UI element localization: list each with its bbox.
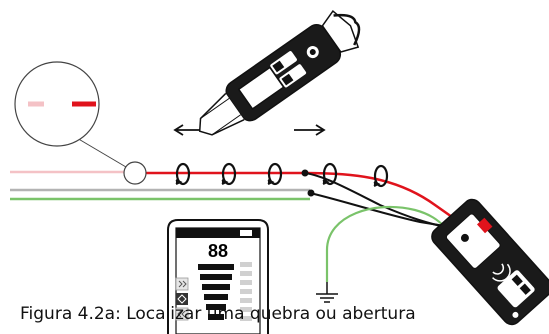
signal-strength-bars xyxy=(198,264,234,320)
signal-ring-icon xyxy=(373,164,389,188)
signal-ring-icon xyxy=(322,162,338,186)
receiver-side-icons xyxy=(175,277,189,321)
chevron-left-icon xyxy=(177,310,186,318)
clamp-probe xyxy=(198,9,361,136)
signal-ring-icon xyxy=(267,162,283,186)
break-point-marker xyxy=(123,161,147,185)
chevron-right-icon xyxy=(178,280,187,288)
cable-bundle xyxy=(10,170,463,226)
zoom-callout xyxy=(14,61,127,168)
receiver-reading: 88 xyxy=(208,241,228,261)
target-icon xyxy=(177,294,187,304)
signal-ring-icon xyxy=(175,162,191,186)
arrow-right-icon xyxy=(294,124,326,136)
signal-ring-icon xyxy=(221,162,237,186)
signal-scale-bars xyxy=(240,262,252,321)
clip-dot-2 xyxy=(307,189,315,197)
ground-symbol-icon xyxy=(316,282,338,303)
signal-rings xyxy=(175,162,389,188)
test-leads xyxy=(301,169,451,229)
figure-caption: Figura 4.2a: Localizar uma quebra ou abe… xyxy=(20,304,416,324)
receiver-unit: 88 xyxy=(167,219,269,334)
clip-dot-1 xyxy=(301,169,309,177)
ground-lead xyxy=(316,205,447,303)
red-wire xyxy=(142,171,463,226)
black-lead-gray-clip xyxy=(309,192,446,227)
transmitter xyxy=(431,198,549,326)
sweep-arrows xyxy=(173,124,326,136)
